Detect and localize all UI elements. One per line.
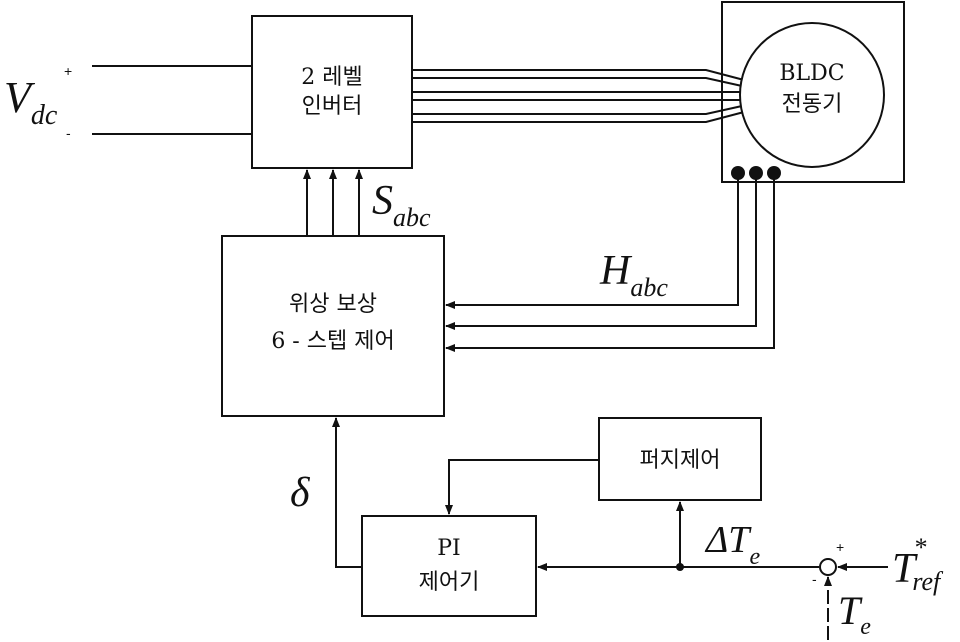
fuzzy-label: 퍼지제어 (640, 448, 721, 473)
motor-label-line2: 전동기 (782, 92, 843, 117)
habc-label: Habc (599, 248, 668, 302)
controller-label-line1: 위상 보상 (289, 292, 377, 317)
switching-signal-arrows (303, 169, 363, 236)
vdc-minus-sign: - (66, 125, 71, 141)
delta-te-label: ΔTe (704, 519, 760, 570)
sabc-label: Sabc (372, 178, 431, 232)
summing-plus-sign: + (836, 539, 844, 555)
pi-to-controller-line (332, 417, 362, 568)
vdc-label: Vdc (4, 73, 58, 131)
three-phase-lines (412, 69, 745, 123)
delta-label: δ (290, 470, 311, 516)
controller-label-line2: 6 - 스텝 제어 (271, 329, 394, 354)
junction-dot (676, 563, 684, 571)
pi-label-line1: PI (437, 536, 461, 561)
pi-block (361, 515, 537, 617)
hall-feedback-lines (445, 178, 775, 352)
vdc-plus-sign: + (64, 63, 72, 79)
summing-minus-sign: - (812, 571, 817, 587)
inverter-block (251, 15, 413, 169)
controller-block (221, 235, 445, 417)
inverter-label-line1: 2 레벨 (301, 65, 362, 90)
hall-sensor-dots (731, 166, 781, 180)
te-label: Te (838, 588, 871, 640)
fuzzy-to-pi-line (445, 459, 599, 515)
motor-housing (721, 1, 905, 183)
pi-label-line2: 제어기 (419, 570, 480, 595)
tref-label: T*ref (892, 533, 944, 596)
motor-circle (739, 22, 885, 168)
motor-label-line1: BLDC (779, 61, 844, 86)
dc-bus-lines (92, 65, 252, 135)
inverter-label-line2: 인버터 (302, 94, 363, 119)
summing-junction (819, 558, 837, 576)
fuzzy-block (598, 417, 762, 501)
